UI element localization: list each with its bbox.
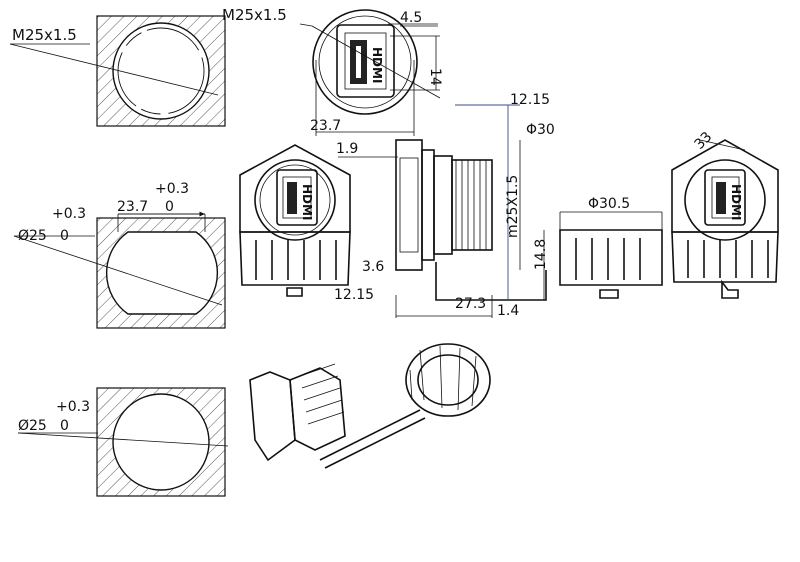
isometric-view — [249, 343, 491, 469]
panel-cutout-dflat — [13, 211, 226, 329]
side-view-connector — [338, 104, 547, 318]
label-23-7-a: 23.7 — [310, 118, 341, 134]
label-12-15-bottom: 12.15 — [334, 287, 374, 303]
label-14-top: 14 — [427, 68, 443, 86]
label-1-9: 1.9 — [336, 141, 358, 157]
label-3-6: 3.6 — [362, 259, 384, 275]
panel-cutout-round — [17, 387, 229, 497]
label-plus03-c: +0.3 — [56, 399, 90, 415]
label-phi25-a: Ø25 — [18, 228, 47, 244]
label-m25-vert: m25X1.5 — [505, 175, 521, 238]
label-27-3: 27.3 — [455, 296, 486, 312]
label-zero-a: 0 — [165, 199, 174, 215]
label-23-7-b: 23.7 — [117, 199, 148, 215]
front-view-top: HDMI — [299, 9, 441, 136]
label-14-8: 14.8 — [533, 239, 549, 270]
label-12-15-top: 12.15 — [510, 92, 550, 108]
front-view-right: HDMI — [671, 139, 779, 299]
hdmi-text-top: HDMI — [370, 47, 384, 83]
label-zero-b: 0 — [60, 228, 69, 244]
label-phi30-5: Φ30.5 — [588, 196, 630, 212]
label-plus03-a: +0.3 — [155, 181, 189, 197]
hdmi-text-right: HDMI — [729, 184, 743, 220]
panel-cutout-threaded — [9, 15, 226, 127]
label-phi25-b: Ø25 — [18, 418, 47, 434]
label-plus03-b: +0.3 — [52, 206, 86, 222]
label-1-4: 1.4 — [497, 303, 519, 319]
label-m25-top: M25x1.5 — [222, 6, 287, 24]
hdmi-text-left: HDMI — [300, 184, 314, 220]
label-33: 33 — [692, 129, 716, 153]
label-4-5: 4.5 — [400, 10, 422, 26]
label-phi30: Φ30 — [526, 122, 555, 138]
cap-side-view — [559, 211, 663, 299]
label-m25-left: M25x1.5 — [12, 26, 77, 44]
label-zero-c: 0 — [60, 418, 69, 434]
front-view-left: HDMI — [239, 144, 351, 297]
